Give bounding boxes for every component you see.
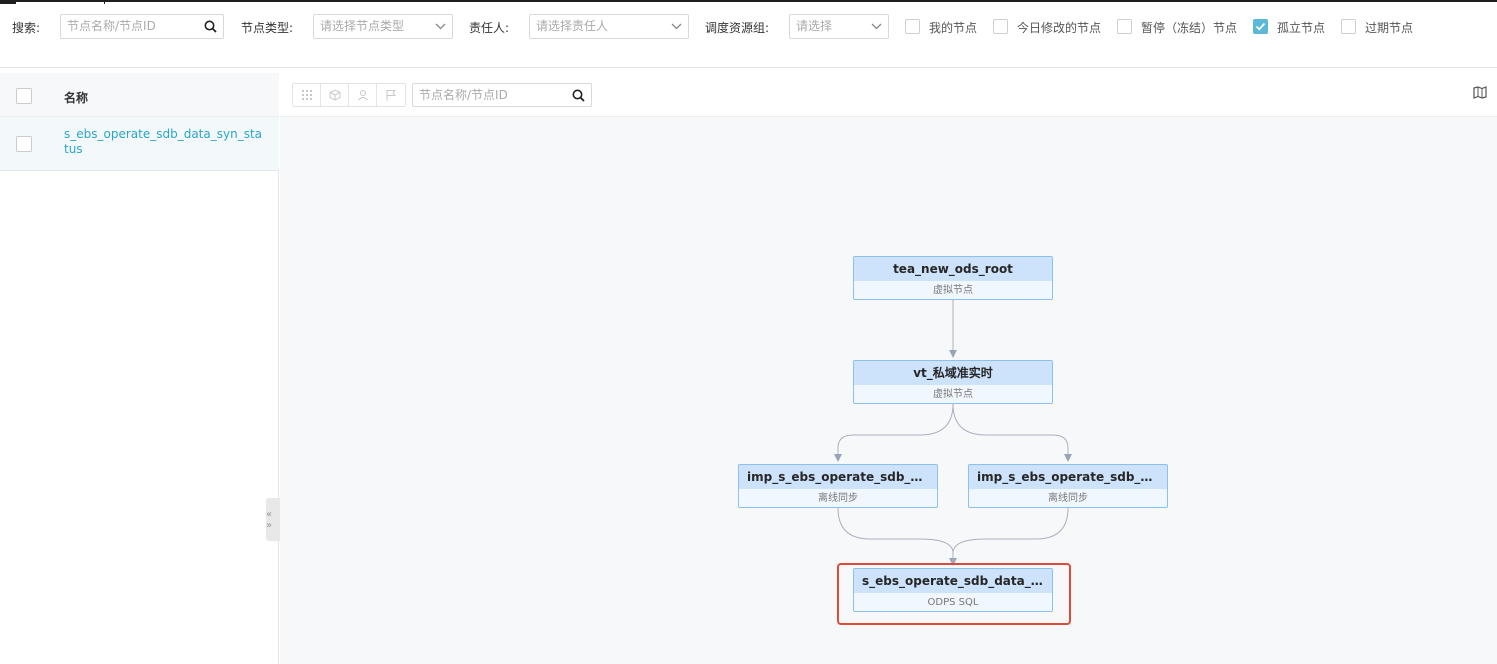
- cube-icon[interactable]: [321, 84, 349, 106]
- minimap-icon[interactable]: [1473, 86, 1487, 102]
- dag-canvas[interactable]: 节点名称/节点ID tea_new_ods_root 虚拟节点 vt_私域准实时: [280, 73, 1497, 664]
- node-type-select[interactable]: 请选择节点类型: [313, 14, 453, 39]
- edge-n2-n3: [834, 403, 954, 462]
- dag-node-s-ebs-operate-sdb-data[interactable]: s_ebs_operate_sdb_data_sy... ODPS SQL: [853, 568, 1053, 612]
- toolbar-button-group: [292, 83, 406, 107]
- frozen-nodes-label[interactable]: 暂停（冻结）节点: [1141, 21, 1238, 35]
- edge-n3-n5: [837, 507, 957, 566]
- search-icon[interactable]: [572, 89, 585, 102]
- edge-n4-n5: [952, 507, 1069, 562]
- chevron-down-icon: [871, 23, 882, 30]
- search-icon[interactable]: [204, 20, 217, 33]
- select-all-checkbox[interactable]: [16, 88, 32, 104]
- row-checkbox[interactable]: [16, 136, 32, 152]
- modified-today-label[interactable]: 今日修改的节点: [1017, 21, 1102, 35]
- modified-today-checkbox[interactable]: [993, 19, 1008, 34]
- expired-nodes-checkbox[interactable]: [1341, 19, 1356, 34]
- owner-label: 责任人:: [469, 21, 510, 35]
- dag-node-tea-new-ods-root[interactable]: tea_new_ods_root 虚拟节点: [853, 256, 1053, 300]
- isolated-nodes-checkbox[interactable]: [1253, 19, 1268, 34]
- list-item[interactable]: s_ebs_operate_sdb_data_syn_status: [0, 117, 279, 171]
- edge-n2-n4: [952, 403, 1072, 462]
- dag-node-imp-sync-1[interactable]: imp_s_ebs_operate_sdb_ord... 离线同步: [738, 464, 938, 508]
- user-icon[interactable]: [349, 84, 377, 106]
- node-list-header: 名称: [0, 73, 279, 117]
- owner-select[interactable]: 请选择责任人: [529, 14, 689, 39]
- chevron-down-icon: [435, 23, 446, 30]
- checkmark-icon: [1255, 22, 1266, 31]
- filter-bar: 搜索: 节点名称/节点ID 节点类型: 请选择节点类型 责任人: 请选择责任人 …: [0, 4, 1497, 68]
- dag-node-imp-sync-2[interactable]: imp_s_ebs_operate_sdb_ord... 离线同步: [968, 464, 1168, 508]
- chevron-down-icon: [671, 23, 682, 30]
- isolated-nodes-label[interactable]: 孤立节点: [1277, 21, 1326, 35]
- search-input[interactable]: 节点名称/节点ID: [60, 14, 224, 39]
- highlight-box: [837, 563, 1071, 625]
- flag-icon[interactable]: [377, 84, 405, 106]
- dag-edges: [834, 300, 1072, 566]
- window-top-strip: [0, 0, 1497, 4]
- name-column-header: 名称: [64, 91, 89, 105]
- frozen-nodes-checkbox[interactable]: [1117, 19, 1132, 34]
- search-label: 搜索:: [12, 21, 41, 35]
- expired-nodes-label[interactable]: 过期节点: [1365, 21, 1414, 35]
- node-name-link[interactable]: s_ebs_operate_sdb_data_syn_status: [64, 127, 263, 156]
- canvas-search-input[interactable]: 节点名称/节点ID: [412, 83, 592, 107]
- node-type-label: 节点类型:: [241, 21, 294, 35]
- my-nodes-label[interactable]: 我的节点: [929, 21, 978, 35]
- dag-node-vt-private-realtime[interactable]: vt_私域准实时 虚拟节点: [853, 360, 1053, 404]
- my-nodes-checkbox[interactable]: [905, 19, 920, 34]
- grid-layout-icon[interactable]: [293, 84, 321, 106]
- node-list-panel: 名称 s_ebs_operate_sdb_data_syn_status: [0, 73, 279, 664]
- resource-group-select[interactable]: 请选择: [789, 14, 889, 39]
- resource-group-label: 调度资源组:: [705, 21, 770, 35]
- canvas-toolbar: 节点名称/节点ID: [280, 73, 1497, 117]
